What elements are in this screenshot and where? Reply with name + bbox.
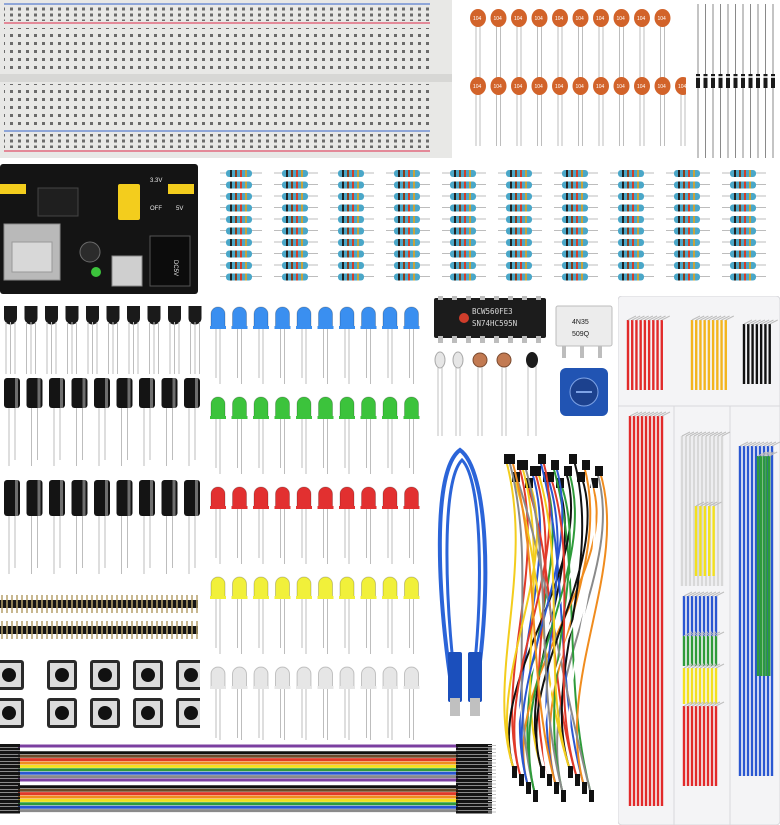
- transistor-icon: [4, 306, 202, 374]
- ic-icon: BCW560FE3 SN74HC595N 4N35 509Q: [434, 296, 613, 436]
- diodes: [692, 4, 780, 160]
- svg-text:104: 104: [514, 84, 523, 90]
- push-buttons: [0, 656, 200, 734]
- ic-chips: BCW560FE3 SN74HC595N 4N35 509Q: [432, 296, 618, 446]
- ceramic-capacitor-icon: 104 104 104 104 104 104 104 104 104 104 104 104 104 1…: [470, 9, 686, 146]
- svg-text:104: 104: [596, 84, 605, 90]
- svg-text:104: 104: [637, 16, 646, 22]
- storage-box-icon: [618, 296, 780, 825]
- opto-label-top: 4N35: [572, 319, 589, 326]
- wire-storage-box: [618, 296, 780, 825]
- svg-text:104: 104: [473, 16, 482, 22]
- svg-text:104: 104: [596, 16, 605, 22]
- leds: [206, 300, 426, 740]
- svg-text:104: 104: [555, 16, 564, 22]
- svg-text:104: 104: [535, 84, 544, 90]
- electrolytic-capacitor-icon: [4, 378, 200, 574]
- svg-text:104: 104: [637, 84, 646, 90]
- usb-cable-icon: [437, 447, 488, 716]
- ribbon-cable: [0, 740, 496, 820]
- breadboard: [0, 0, 452, 158]
- svg-text:104: 104: [555, 84, 564, 90]
- svg-text:104: 104: [576, 84, 585, 90]
- opto-label-bottom: 509Q: [572, 331, 590, 338]
- power-label-33v: 3.3V: [150, 178, 162, 184]
- svg-text:104: 104: [617, 16, 626, 22]
- diode-icon: [696, 4, 775, 158]
- resistor-icon: [220, 170, 766, 281]
- led-icon: [210, 306, 420, 740]
- power-label-off: OFF: [150, 206, 162, 212]
- pin-header-icon: [0, 595, 198, 639]
- transistors: [0, 302, 206, 376]
- svg-text:104: 104: [494, 84, 503, 90]
- power-label-5v: 5V: [176, 206, 183, 212]
- header-pins: [0, 592, 200, 644]
- electrolytic-capacitors: [0, 376, 206, 586]
- ribbon-cable-icon: [0, 744, 496, 814]
- breadboard-icon: [0, 0, 452, 158]
- svg-text:104: 104: [514, 16, 523, 22]
- svg-text:104: 104: [576, 16, 585, 22]
- ic-label-bottom: SN74HC595N: [472, 319, 517, 328]
- power-label-dc5v: DC5V: [172, 260, 178, 276]
- usb-cable: [432, 440, 498, 720]
- jumper-wire-bundle: [496, 450, 612, 810]
- svg-text:104: 104: [494, 16, 503, 22]
- svg-text:104: 104: [678, 84, 686, 90]
- ceramic-capacitors: 104 104 104 104 104 104 104 104 104 104 104 104 104 1…: [468, 4, 686, 160]
- svg-text:104: 104: [658, 16, 667, 22]
- svg-text:104: 104: [658, 84, 667, 90]
- svg-text:104: 104: [535, 16, 544, 22]
- ic-label-top: BCW560FE3: [472, 307, 513, 316]
- jumper-wire-icon: [503, 454, 609, 802]
- resistors: [220, 166, 780, 290]
- power-module-icon: 3.3V 5V OFF DC5V: [0, 164, 198, 294]
- svg-text:104: 104: [473, 84, 482, 90]
- tactile-switch-icon: [0, 660, 200, 728]
- svg-text:104: 104: [617, 84, 626, 90]
- power-module: 3.3V 5V OFF DC5V: [0, 164, 198, 294]
